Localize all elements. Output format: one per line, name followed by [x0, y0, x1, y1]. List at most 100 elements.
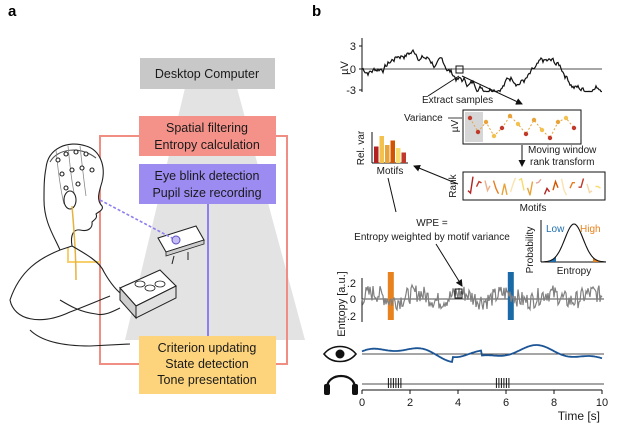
rank-motif [484, 180, 491, 193]
time-tick-label: 2 [407, 397, 413, 409]
eye-label-1: Eye blink detection [155, 169, 260, 183]
motif-to-var-arrow [413, 165, 459, 185]
probability-curve [541, 223, 606, 263]
rank-motif [543, 186, 551, 195]
wpe-connector [387, 177, 397, 213]
entropy-ytick-0: 0 [350, 294, 356, 306]
eeg-ytick-0: 0 [350, 64, 356, 76]
wpe-definition: Entropy weighted by motif variance [354, 232, 510, 243]
time-tick-label: 0 [359, 397, 365, 409]
extract-line-left [427, 75, 460, 97]
sample-dot [515, 121, 521, 127]
high-label: High [580, 224, 601, 235]
sample-dot [563, 115, 569, 121]
high-tail [593, 257, 606, 262]
time-tick-label: 6 [503, 397, 509, 409]
rank-motif [526, 181, 534, 196]
relvar-bars [374, 136, 406, 163]
rank-motif [586, 183, 593, 194]
sample-dot [467, 115, 473, 121]
spatial-filtering-box [139, 116, 276, 156]
rank-motif [560, 178, 568, 196]
eye-icon [322, 345, 358, 363]
sample-dot [531, 117, 537, 123]
rank-motif [595, 185, 601, 189]
sample-dot [523, 131, 529, 137]
rank-strip [462, 171, 606, 201]
relvar-bar [396, 148, 401, 163]
sample-dot [483, 119, 489, 125]
sample-dot [499, 125, 505, 131]
probability-ylabel: Probability [525, 227, 536, 274]
sample-dots [467, 113, 577, 141]
eeg-ytick-m3: -3 [346, 85, 356, 97]
rank-motif [518, 177, 525, 191]
state-label-1: Criterion updating [158, 341, 257, 355]
rank-motif [552, 179, 559, 191]
rank-motif [501, 183, 508, 196]
sample-dot [507, 113, 513, 119]
panel-a-letter: a [8, 3, 17, 20]
eye-label-2: Pupil size recording [152, 186, 261, 200]
rank-label: Rank [448, 173, 459, 197]
time-tick-label: 10 [596, 397, 608, 409]
pupil-trace [361, 344, 603, 363]
rank-motif [509, 177, 517, 193]
eeg-ylabel: µV [339, 61, 351, 75]
sample-window [455, 65, 464, 74]
relvar-bar [385, 145, 390, 163]
gaze-line [99, 199, 173, 239]
low-entropy-marker [387, 272, 394, 320]
time-tick-label: 4 [455, 397, 461, 409]
sample-dot [491, 133, 497, 139]
samples-highlight [465, 112, 483, 142]
rank-motifs [467, 176, 601, 196]
low-tail [541, 256, 556, 262]
person-illustration [9, 143, 131, 347]
red-loop-right [276, 135, 288, 365]
extract-arrow [461, 75, 523, 105]
entropy-ytick-m02: -.2 [343, 311, 356, 323]
rank-motif [492, 180, 500, 195]
rank-motif [535, 178, 542, 184]
sample-dot [475, 129, 481, 135]
low-label: Low [546, 224, 565, 235]
moving-window-label-2: rank transform [530, 157, 594, 168]
response-box [119, 269, 177, 320]
relvar-xlabel: Motifs [377, 166, 404, 177]
rank-motif [475, 180, 482, 188]
entropy-ylabel: Entropy [a.u.] [336, 271, 348, 336]
extract-label: Extract samples [422, 95, 493, 106]
state-detection-box [139, 336, 276, 394]
eeg-trace [361, 48, 602, 93]
sample-dot [547, 135, 553, 141]
headphones-icon [324, 374, 358, 395]
spatial-label-2: Entropy calculation [154, 138, 260, 152]
spatial-label-1: Spatial filtering [166, 121, 248, 135]
rank-motif [578, 178, 585, 189]
rank-motif [467, 176, 474, 195]
rank-motifs-label: Motifs [520, 203, 547, 214]
entropy-sample-window [454, 288, 463, 299]
relvar-ylabel: Rel. var [356, 130, 367, 165]
wpe-arrow [435, 243, 463, 287]
variance-label: Variance [404, 113, 443, 124]
eye-detection-box [139, 164, 276, 204]
sample-dot [539, 127, 545, 133]
entropy-ytick-02: .2 [347, 278, 356, 290]
red-loop-left [99, 135, 139, 365]
samples-uv-label: µV [450, 119, 461, 132]
desktop-computer-box [140, 58, 275, 89]
sample-dot [571, 125, 577, 131]
relvar-bar [379, 136, 384, 163]
state-label-3: Tone presentation [157, 373, 256, 387]
rank-motif [569, 181, 575, 189]
entropy-trace [361, 283, 603, 312]
moving-window-label-1: Moving window [528, 145, 597, 156]
eeg-ytick-3: 3 [350, 41, 356, 53]
wpe-label: WPE = [416, 218, 448, 229]
relvar-bar [401, 152, 406, 163]
eye-tracker-device [157, 225, 205, 265]
